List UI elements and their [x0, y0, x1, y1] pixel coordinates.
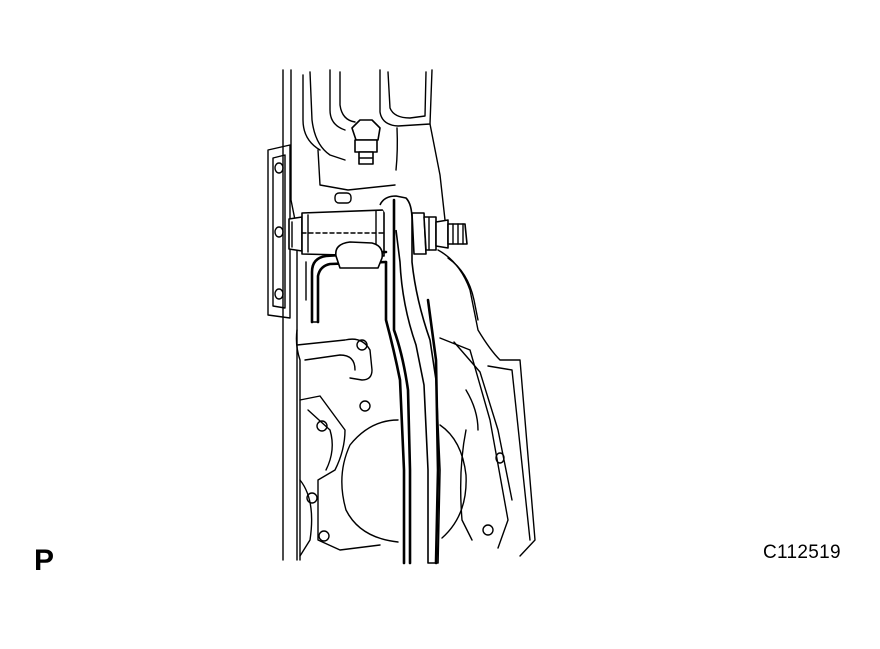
upper-bolt — [351, 119, 381, 165]
upper-crossmember — [317, 69, 446, 221]
hub-cutout — [341, 419, 467, 543]
corner-mark: P — [34, 544, 55, 577]
body-frame — [282, 69, 346, 561]
slot-hole — [334, 192, 352, 204]
axle-carrier — [437, 249, 536, 557]
figure-code: C112519 — [763, 542, 841, 563]
mounting-bracket-plate — [267, 144, 291, 319]
suspension-arm — [379, 195, 441, 565]
lower-subframe — [296, 338, 381, 557]
stabilizer-bracket — [305, 241, 388, 324]
